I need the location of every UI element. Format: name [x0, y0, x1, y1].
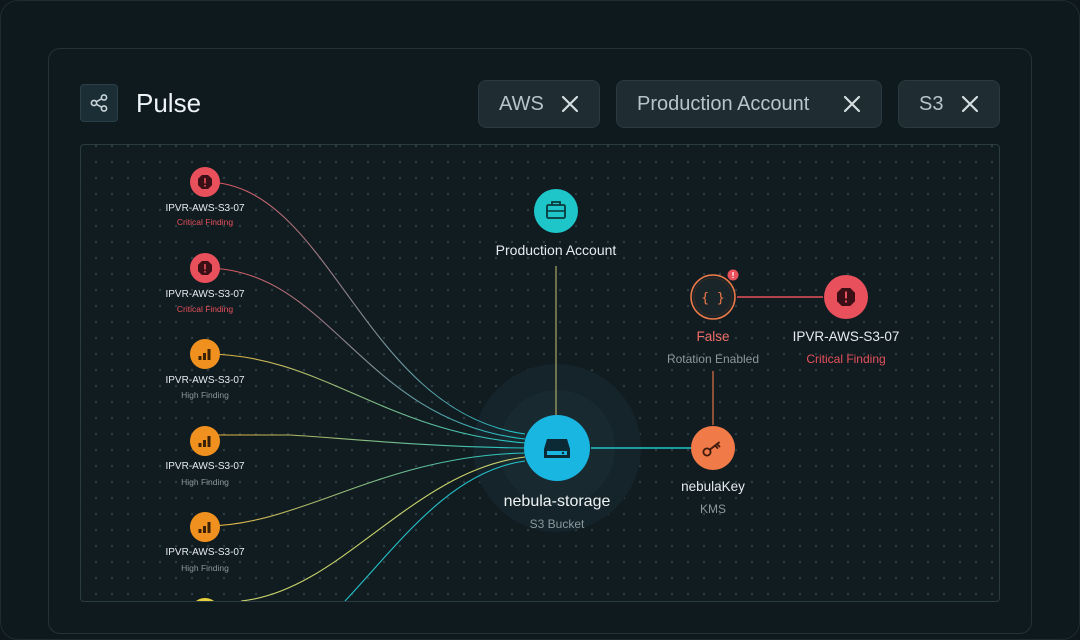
bar-chart-icon — [198, 436, 211, 447]
config-finding-node[interactable]: IPVR-AWS-S3-07 Critical Finding — [793, 275, 900, 366]
filter-chip-production-account[interactable]: Production Account — [616, 80, 882, 128]
bucket-type: S3 Bucket — [530, 517, 585, 531]
partial-finding-node[interactable] — [190, 598, 220, 601]
finding-severity: Critical Finding — [177, 217, 233, 227]
graph-canvas[interactable]: IPVR-AWS-S3-07 Critical Finding IPVR-AWS… — [80, 144, 1000, 602]
edge-finding-1 — [204, 181, 526, 435]
finding-name: IPVR-AWS-S3-07 — [165, 289, 245, 300]
kms-name: nebulaKey — [681, 479, 745, 494]
edge-finding-4 — [205, 434, 526, 449]
account-name: Production Account — [496, 242, 617, 258]
finding-name: IPVR-AWS-S3-07 — [793, 329, 900, 344]
finding-severity: High Finding — [181, 477, 229, 487]
close-icon[interactable] — [561, 95, 579, 113]
bar-chart-icon — [198, 522, 211, 533]
edge-finding-6 — [240, 456, 526, 601]
braces-icon: { } — [701, 291, 724, 306]
close-icon[interactable] — [843, 95, 861, 113]
finding-node-4[interactable]: IPVR-AWS-S3-07 High Finding — [165, 426, 245, 487]
storage-drive-icon — [544, 439, 570, 458]
filter-chip-label: AWS — [499, 92, 544, 115]
finding-node-2[interactable]: IPVR-AWS-S3-07 Critical Finding — [165, 253, 245, 314]
page-title: Pulse — [136, 88, 202, 118]
edge-finding-7 — [344, 460, 526, 601]
relationship-graph: IPVR-AWS-S3-07 Critical Finding IPVR-AWS… — [165, 167, 900, 601]
filter-chip-label: Production Account — [637, 92, 810, 115]
filter-chip-s3[interactable]: S3 — [898, 80, 1000, 128]
finding-name: IPVR-AWS-S3-07 — [165, 547, 245, 558]
kms-node[interactable]: nebulaKey KMS — [681, 426, 745, 516]
bucket-node[interactable]: nebula-storage S3 Bucket — [504, 415, 611, 531]
edge-finding-2 — [204, 267, 526, 440]
config-name: Rotation Enabled — [667, 352, 759, 366]
finding-severity: High Finding — [181, 563, 229, 573]
edge-finding-5 — [204, 452, 526, 527]
share-graph-icon[interactable] — [80, 84, 118, 122]
finding-severity: Critical Finding — [806, 352, 885, 366]
finding-node-3[interactable]: IPVR-AWS-S3-07 High Finding — [165, 339, 245, 400]
bucket-name: nebula-storage — [504, 493, 611, 510]
kms-type: KMS — [700, 502, 726, 516]
account-node[interactable]: Production Account — [496, 189, 617, 258]
finding-name: IPVR-AWS-S3-07 — [165, 375, 245, 386]
config-node-circle — [690, 274, 736, 320]
finding-name: IPVR-AWS-S3-07 — [165, 203, 245, 214]
config-value: False — [696, 329, 729, 344]
finding-severity: High Finding — [181, 390, 229, 400]
edge-finding-3 — [204, 353, 526, 444]
finding-name: IPVR-AWS-S3-07 — [165, 461, 245, 472]
config-node[interactable]: { } False Rotation Enabled — [667, 269, 759, 367]
key-icon — [702, 441, 721, 457]
filter-chip-label: S3 — [919, 92, 944, 115]
filter-chip-aws[interactable]: AWS — [478, 80, 600, 128]
finding-node-5[interactable]: IPVR-AWS-S3-07 High Finding — [165, 512, 245, 573]
finding-node-1[interactable]: IPVR-AWS-S3-07 Critical Finding — [165, 167, 245, 227]
close-icon[interactable] — [961, 95, 979, 113]
bar-chart-icon — [198, 349, 211, 360]
briefcase-icon — [546, 201, 566, 219]
finding-severity: Critical Finding — [177, 304, 233, 314]
